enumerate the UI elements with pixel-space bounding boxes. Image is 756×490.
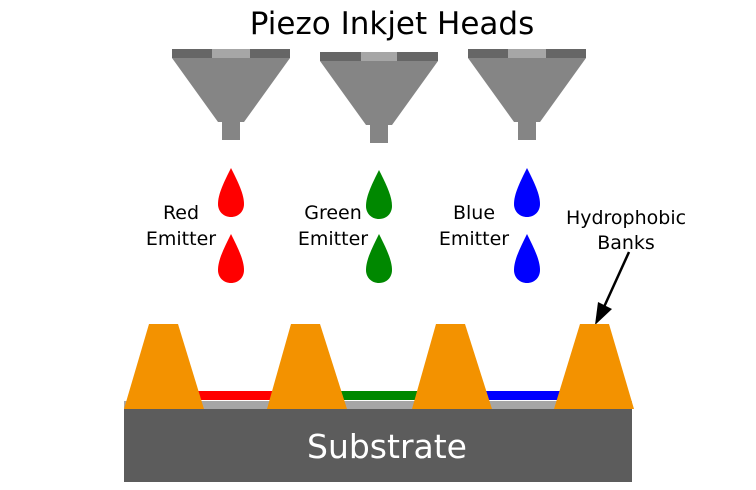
hydrophobic-bank bbox=[124, 324, 204, 409]
blue-emitter-label-line1: Blue bbox=[453, 202, 495, 224]
ink-droplet bbox=[514, 234, 540, 283]
banks-label-line1: Hydrophobic bbox=[566, 207, 686, 229]
blue-emitter-label-line2: Emitter bbox=[439, 228, 509, 250]
green-emitter-label-line1: Green bbox=[304, 202, 362, 224]
red-emitter-label-line2: Emitter bbox=[146, 228, 216, 250]
inkjet-head-red bbox=[172, 49, 290, 140]
green-ink-layer bbox=[334, 391, 424, 400]
droplets-green bbox=[366, 170, 392, 283]
hydrophobic-bank bbox=[412, 324, 492, 409]
inkjet-head-green bbox=[320, 52, 438, 143]
ink-droplet bbox=[366, 170, 392, 219]
head-cap-highlight bbox=[361, 52, 397, 61]
ink-droplet bbox=[514, 168, 540, 217]
ink-droplet bbox=[218, 234, 244, 283]
blue-ink-layer bbox=[478, 391, 568, 400]
substrate bbox=[124, 409, 632, 482]
head-nozzle bbox=[370, 125, 388, 143]
head-cap-highlight bbox=[212, 49, 250, 58]
banks-label-line2: Banks bbox=[597, 232, 655, 254]
substrate-surface bbox=[124, 401, 632, 409]
ink-droplet bbox=[366, 234, 392, 283]
arrow-shaft bbox=[602, 251, 631, 308]
diagram-title: Piezo Inkjet Heads bbox=[250, 6, 534, 42]
hydrophobic-bank bbox=[554, 324, 634, 409]
arrow-head bbox=[595, 302, 612, 325]
droplets-blue bbox=[514, 168, 540, 283]
head-cap-highlight bbox=[508, 49, 546, 58]
substrate-label: Substrate bbox=[307, 427, 467, 466]
green-emitter-label-line2: Emitter bbox=[298, 228, 368, 250]
head-nozzle bbox=[222, 122, 240, 140]
head-nozzle bbox=[518, 122, 536, 140]
red-emitter-label-line1: Red bbox=[163, 202, 199, 224]
ink-droplet bbox=[218, 168, 244, 217]
head-funnel bbox=[468, 58, 586, 122]
head-funnel bbox=[172, 58, 290, 122]
hydrophobic-bank bbox=[267, 324, 347, 409]
head-funnel bbox=[320, 61, 438, 125]
pointer-arrow bbox=[595, 251, 631, 325]
droplets-red bbox=[218, 168, 244, 283]
red-ink-layer bbox=[190, 391, 280, 400]
inkjet-head-blue bbox=[468, 49, 586, 140]
